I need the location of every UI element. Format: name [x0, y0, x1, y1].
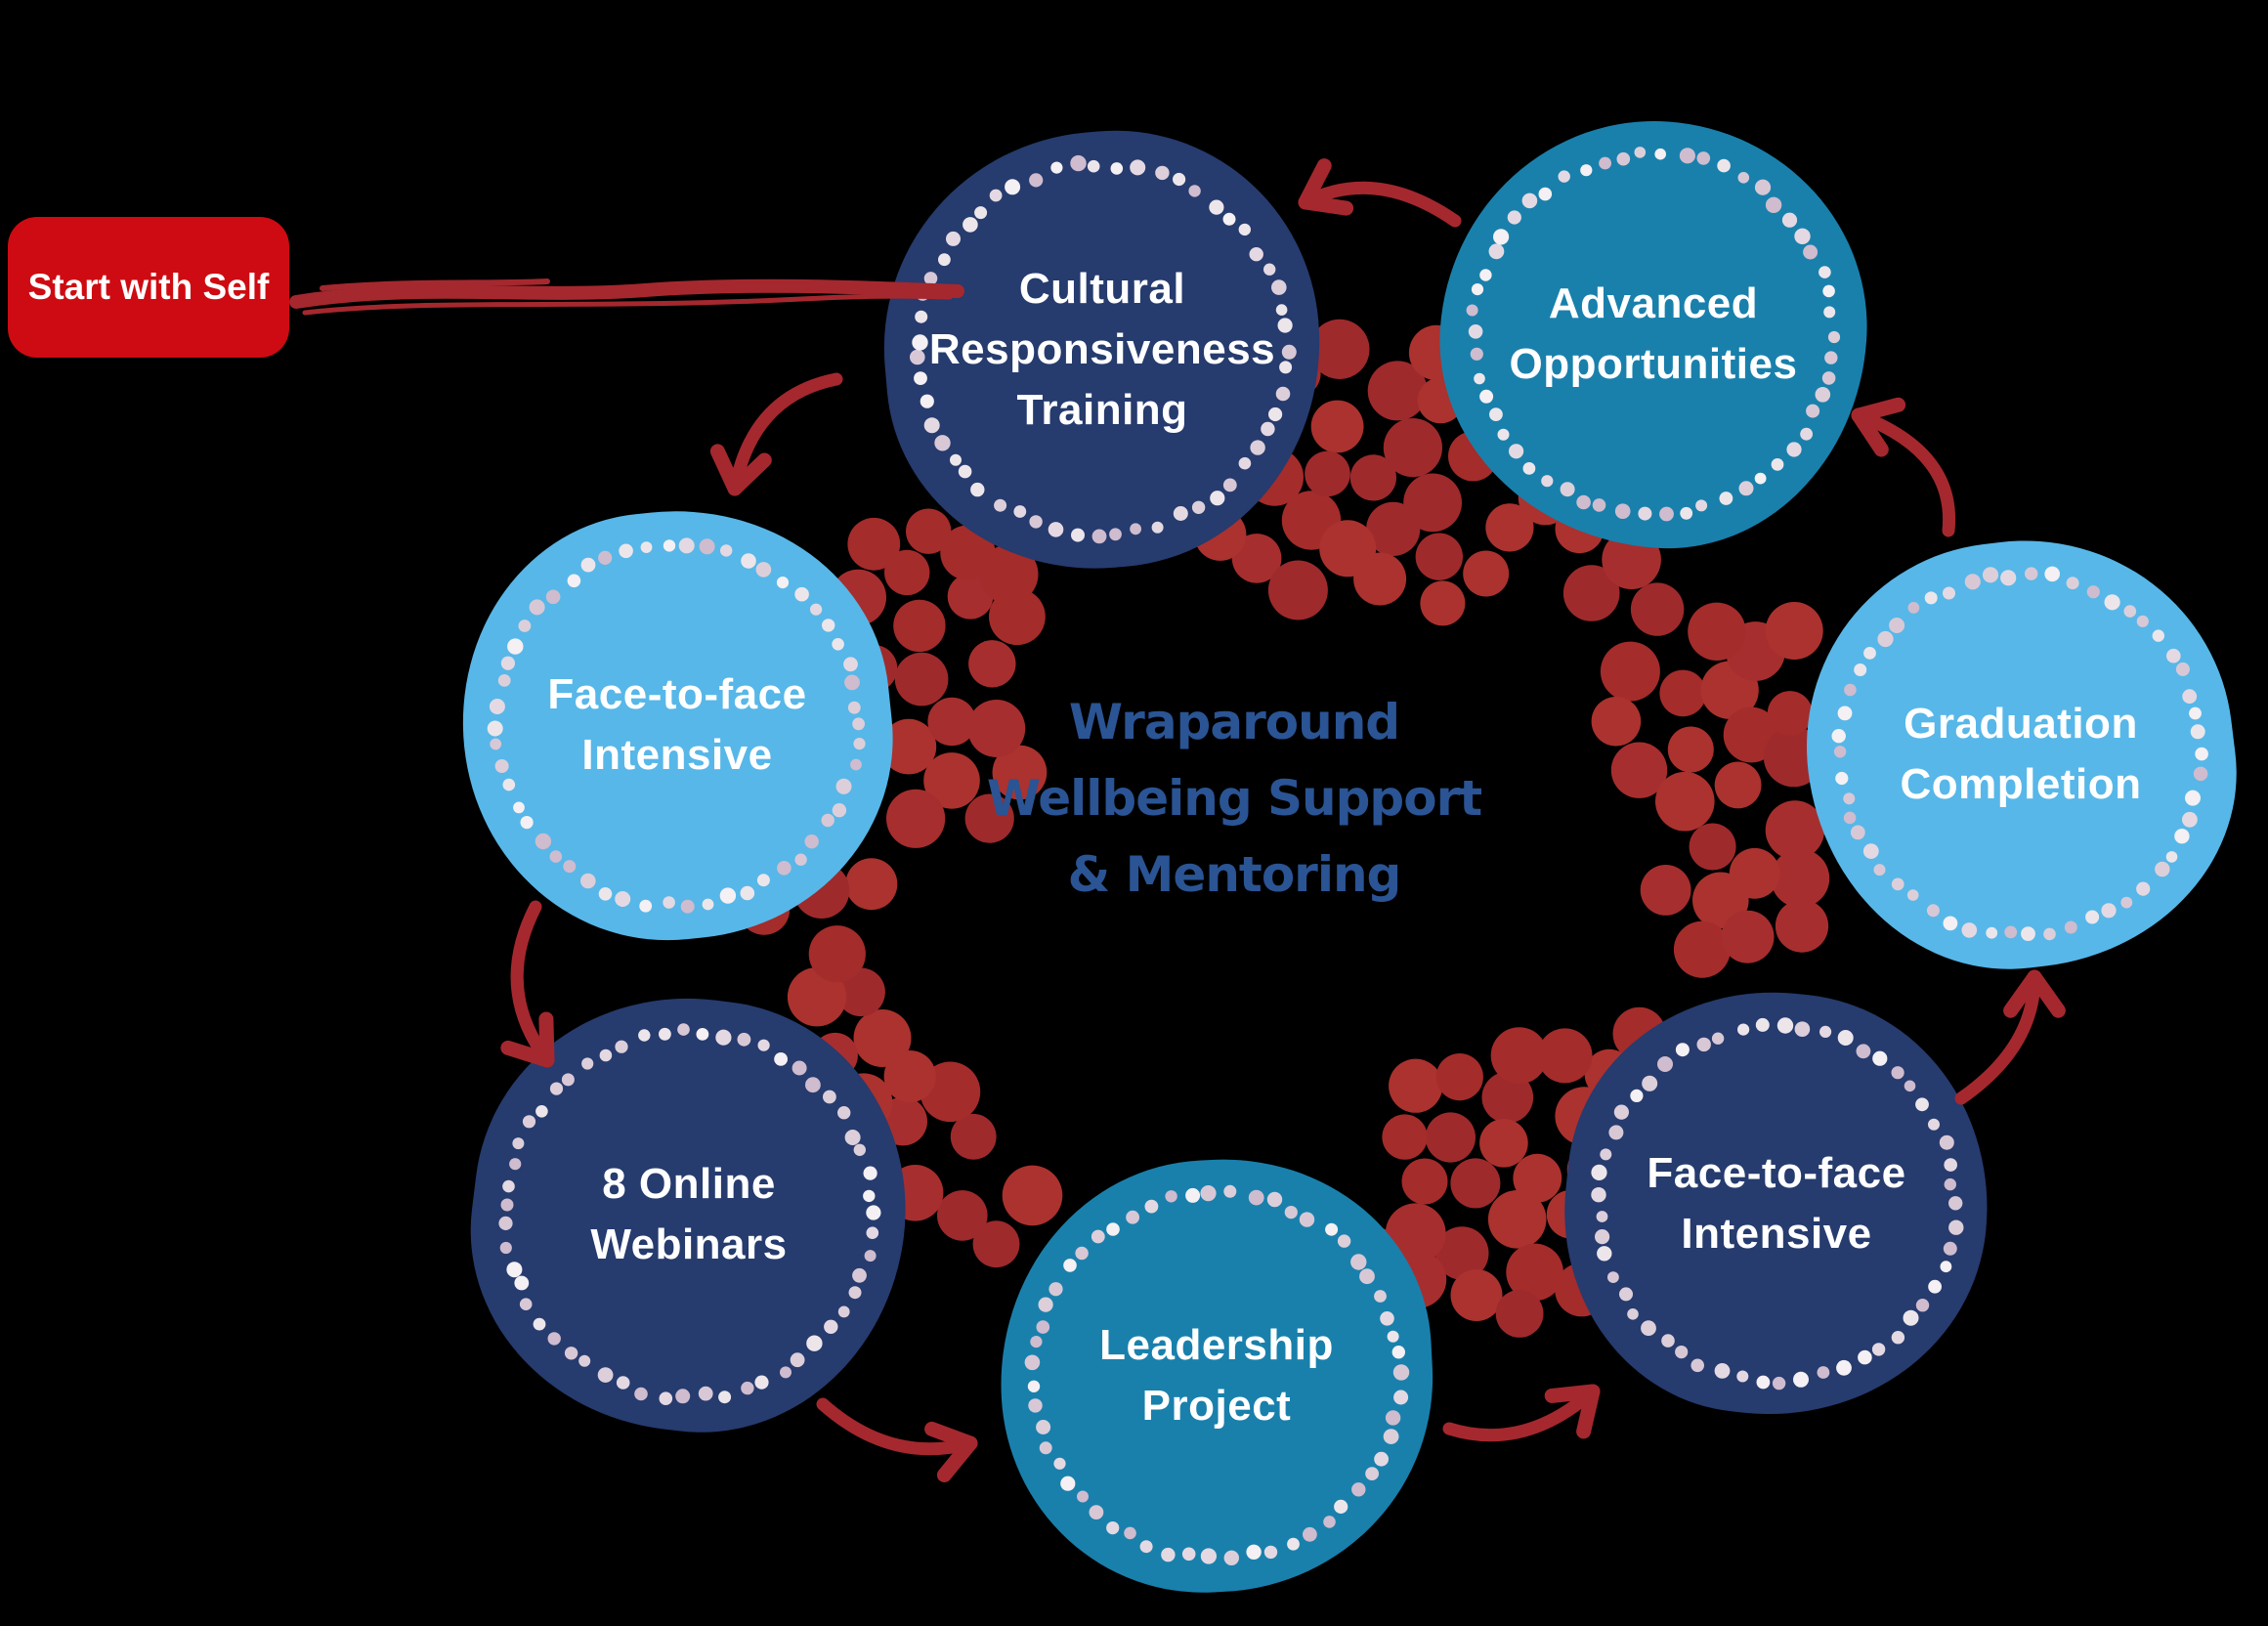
node-label-line: Intensive [581, 731, 773, 779]
node-label-line: 8 Online [602, 1160, 776, 1208]
node-label-line: Leadership [1099, 1321, 1334, 1369]
center-title-line: & Mentoring [1067, 846, 1402, 903]
start-with-self-badge: Start with Self [8, 217, 289, 358]
diagram-center-title: Wraparound Wellbeing Support & Mentoring [667, 684, 1801, 913]
node-label-line: Responsiveness [928, 325, 1276, 373]
node-label-line: Webinars [590, 1220, 788, 1268]
node-label-line: Face-to-face [547, 670, 807, 718]
node-label-line: Graduation [1904, 700, 2138, 748]
pearl-dot-border [498, 1023, 881, 1405]
pearl-dot-border [1831, 566, 2208, 941]
node-label-line: Completion [1900, 760, 2142, 808]
node-label-line: Training [1016, 386, 1188, 434]
node-label-line: Advanced [1548, 279, 1759, 327]
node-label-line: Opportunities [1509, 340, 1798, 388]
node-label-line: Intensive [1681, 1210, 1872, 1258]
node-label-line: Project [1141, 1382, 1292, 1430]
node-label-line: Cultural [1018, 265, 1186, 313]
start-with-self-label: Start with Self [27, 267, 270, 307]
node-label-line: Face-to-face [1647, 1149, 1906, 1197]
pearl-dot-border [487, 537, 866, 914]
pearl-dot-border [1466, 147, 1841, 522]
pearl-dot-border [1591, 1017, 1964, 1391]
pearl-dot-border [1024, 1184, 1410, 1565]
center-title-line: Wraparound [1068, 694, 1400, 750]
center-title-line: Wellbeing Support [986, 770, 1482, 827]
